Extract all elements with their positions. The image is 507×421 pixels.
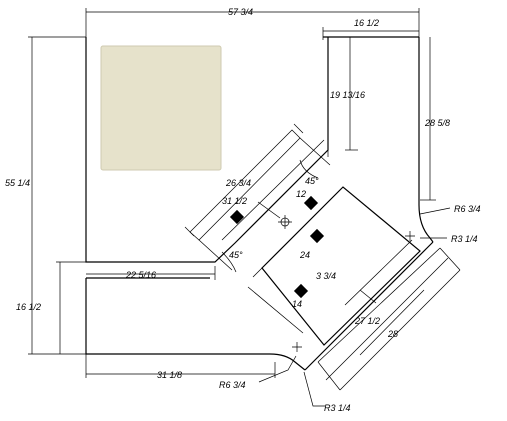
material-sample-swatch: [100, 45, 222, 171]
mount-marker: [303, 195, 319, 211]
dim-overall-width: 57 3/4: [228, 7, 253, 17]
outer-edge-top-left: [85, 37, 329, 263]
front-strip-cap-2: [439, 247, 461, 271]
dim-board-length: 24: [299, 250, 310, 260]
dim-inner-leg-depth: 19 13/16: [330, 90, 365, 100]
front-strip: [317, 247, 461, 391]
dim-front-depth: 28: [387, 329, 398, 339]
plus-mark-bottom: [292, 342, 302, 352]
front-strip-line-1: [317, 247, 441, 363]
dim-inner-radius-right: R3 1/4: [451, 234, 478, 244]
mount-marker: [229, 209, 245, 225]
left-leg-bottom-edge: [85, 278, 306, 371]
mounting-markers: [229, 195, 325, 299]
right-leg-outer-edge: [418, 37, 434, 243]
dimension-lines: [28, 8, 451, 407]
dim-diagonal-inset: 31 1/2: [222, 196, 247, 206]
dimension-labels: 57 3/4 16 1/2 19 13/16 28 5/8 55 1/4 16 …: [5, 7, 481, 413]
front-strip-line-2: [325, 257, 449, 381]
board-rectangle: [261, 186, 421, 346]
dim-overall-height: 55 1/4: [5, 178, 30, 188]
dim-board-offset: 3 3/4: [316, 271, 336, 281]
dim-inner-radius-bottom: R3 1/4: [324, 403, 351, 413]
dim-front-width: 27 1/2: [354, 316, 380, 326]
front-strip-line-3: [339, 269, 461, 391]
dim-bottom-length: 31 1/8: [157, 370, 182, 380]
dim-diagonal-depth: 26 3/4: [225, 178, 251, 188]
dim-inner-return-length: 22 5/16: [125, 270, 156, 280]
desk-outline: [85, 36, 434, 371]
panel-divider-1: [198, 239, 233, 271]
dim-outer-leg-depth: 28 5/8: [424, 118, 450, 128]
curved-front-edge: [304, 241, 434, 371]
dim-outer-radius-bottom: R6 3/4: [219, 380, 246, 390]
crosshair-icon: [278, 215, 292, 229]
panel-divider-2: [299, 137, 331, 166]
plus-mark-right: [405, 231, 415, 241]
dim-panel-depth: 12: [296, 189, 306, 199]
dim-outer-radius-right: R6 3/4: [454, 204, 481, 214]
dim-angle-upper: 45°: [305, 176, 319, 186]
center-marks: [278, 215, 415, 352]
mount-marker: [309, 228, 325, 244]
front-strip-cap-1: [317, 361, 341, 391]
dim-board-width: 14: [292, 299, 302, 309]
mount-marker: [293, 283, 309, 299]
dim-leg-width-top: 16 1/2: [354, 18, 379, 28]
dim-left-leg-width: 16 1/2: [16, 302, 41, 312]
dim-angle-lower: 45°: [229, 250, 243, 260]
